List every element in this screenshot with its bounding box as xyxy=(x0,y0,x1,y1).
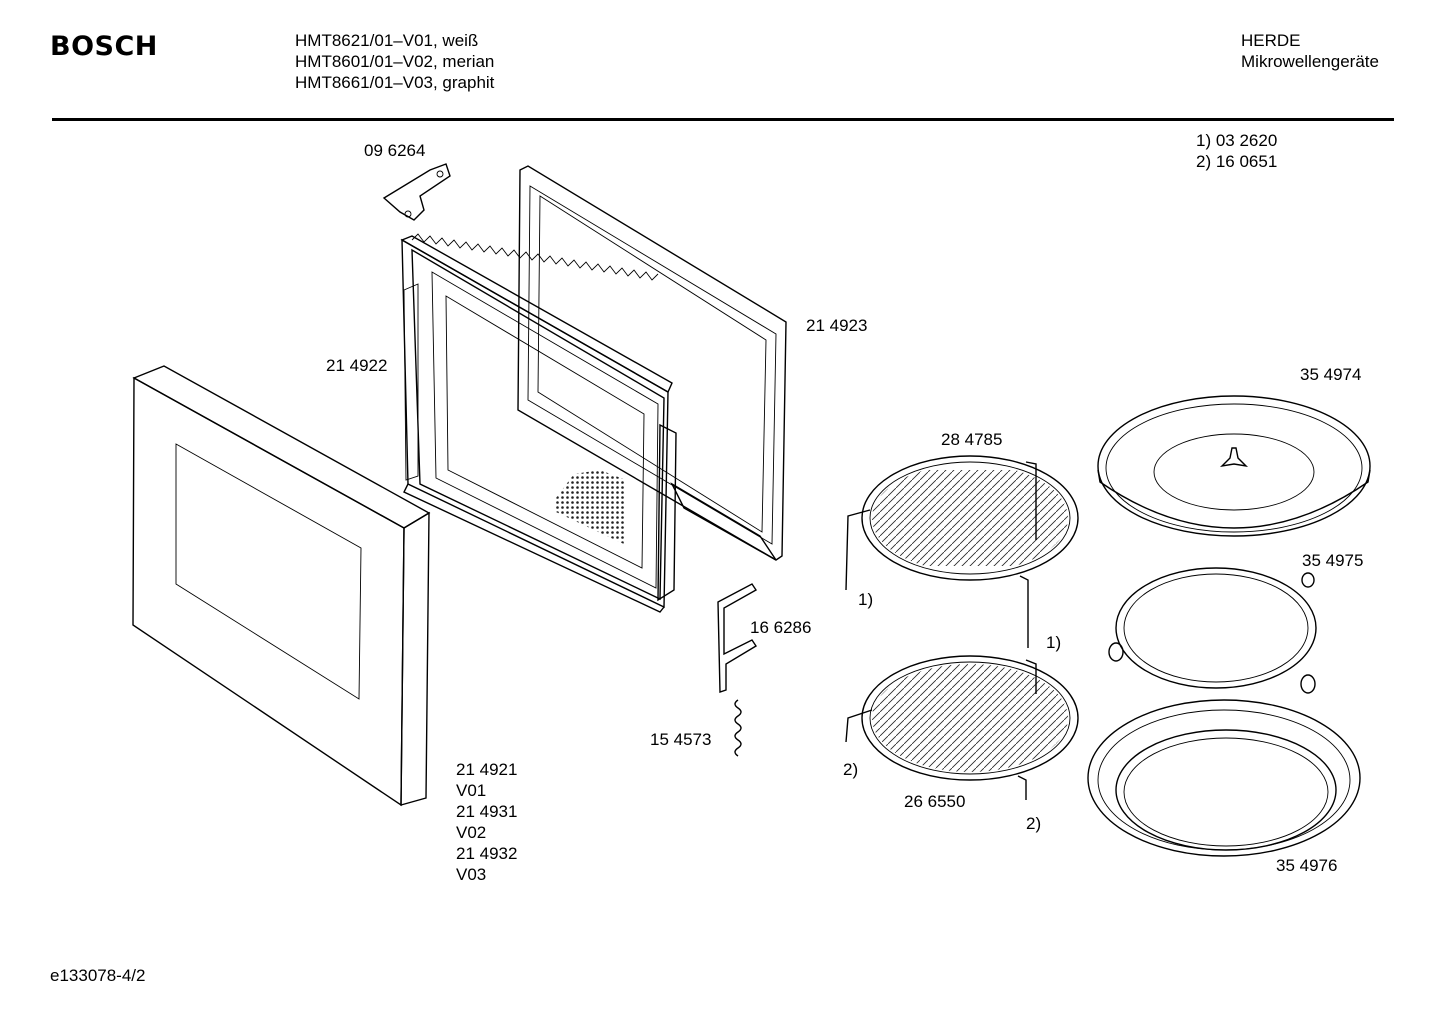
document-id: e133078-4/2 xyxy=(50,966,146,985)
variant-line: 21 4932 xyxy=(456,844,518,863)
label-grill-rack-lower: 26 6550 xyxy=(904,792,966,811)
turntable-base xyxy=(1087,699,1361,857)
label-door-seal-frame: 21 4923 xyxy=(806,316,868,335)
lower-grill-rack xyxy=(845,655,1079,800)
variant-line: V01 xyxy=(456,781,487,800)
variant-line: V02 xyxy=(456,823,487,842)
label-roller-ring: 35 4975 xyxy=(1302,551,1364,570)
label-latch: 16 6286 xyxy=(750,618,812,637)
inner-door-frame xyxy=(400,233,677,613)
turntable-plate xyxy=(1097,395,1371,537)
variant-line: 21 4921 xyxy=(456,760,518,779)
outer-door-panel xyxy=(132,365,431,807)
door-latch-part xyxy=(717,583,758,693)
hinge-part xyxy=(382,163,451,221)
marker-lower-left: 2) xyxy=(843,760,859,779)
spring-part xyxy=(734,699,742,757)
model-line: HMT8601/01–V02, merian xyxy=(295,52,495,71)
marker-upper-right: 1) xyxy=(1046,633,1062,652)
footnote-2: 2) 16 0651 xyxy=(1196,152,1278,171)
model-line: HMT8661/01–V03, graphit xyxy=(295,73,495,92)
category-label: HERDE Mikrowellengeräte xyxy=(1241,30,1379,72)
roller-ring xyxy=(1108,567,1317,694)
model-line: HMT8621/01–V01, weiß xyxy=(295,31,479,50)
category-sub: Mikrowellengeräte xyxy=(1241,52,1379,71)
header-divider xyxy=(52,118,1394,121)
door-variant-list: 21 4921 V01 21 4931 V02 21 4932 V03 xyxy=(456,759,517,885)
variant-line: 21 4931 xyxy=(456,802,518,821)
variant-line: V03 xyxy=(456,865,487,884)
model-list: HMT8621/01–V01, weiß HMT8601/01–V02, mer… xyxy=(295,30,494,93)
footnote-1: 1) 03 2620 xyxy=(1196,131,1278,150)
label-spring: 15 4573 xyxy=(650,730,712,749)
brand-logo: BOSCH xyxy=(50,31,158,62)
marker-lower-right: 2) xyxy=(1026,814,1042,833)
footnote-list: 1) 03 2620 2) 16 0651 xyxy=(1196,130,1277,172)
upper-grill-rack xyxy=(845,455,1079,648)
label-hinge: 09 6264 xyxy=(364,141,426,160)
door-seal-frame xyxy=(517,165,787,561)
category-main: HERDE xyxy=(1241,31,1301,50)
label-grill-rack-upper: 28 4785 xyxy=(941,430,1003,449)
marker-upper-left: 1) xyxy=(858,590,874,609)
label-turntable-plate: 35 4974 xyxy=(1300,365,1362,384)
label-turntable-base: 35 4976 xyxy=(1276,856,1338,875)
label-inner-door: 21 4922 xyxy=(326,356,388,375)
